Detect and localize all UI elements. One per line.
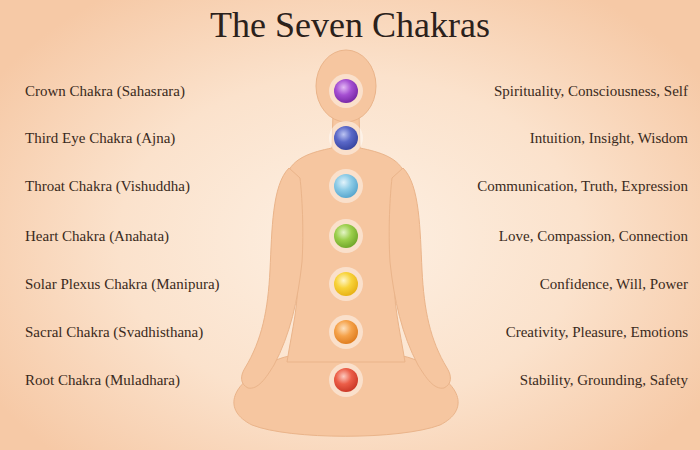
glow: [329, 267, 363, 301]
chakra-name: Root Chakra (Muladhara): [25, 371, 180, 389]
solar-plexus-dot: [334, 272, 358, 296]
chakra-name: Crown Chakra (Sahasrara): [25, 82, 185, 100]
crown-chakra-dot: [334, 79, 358, 103]
glow: [329, 169, 363, 203]
chakra-name: Solar Plexus Chakra (Manipura): [25, 275, 220, 293]
torso: [286, 112, 407, 362]
glow: [329, 219, 363, 253]
chakra-meaning: Spirituality, Consciousness, Self: [494, 82, 688, 100]
right-arm: [389, 168, 450, 388]
throat-dot: [334, 174, 358, 198]
page-title: The Seven Chakras: [0, 4, 700, 46]
chakra-meaning: Creativity, Pleasure, Emotions: [506, 323, 688, 341]
chakra-meaning: Communication, Truth, Expression: [477, 177, 688, 195]
body-silhouette: [234, 50, 458, 436]
chakra-name: Sacral Chakra (Svadhisthana): [25, 323, 203, 341]
chakra-meaning: Stability, Grounding, Safety: [520, 371, 688, 389]
chakra-points: [329, 74, 363, 397]
chakra-meaning: Intuition, Insight, Wisdom: [530, 129, 688, 147]
glow: [329, 363, 363, 397]
head: [316, 50, 376, 122]
sacral-dot: [334, 320, 358, 344]
chakra-name: Throat Chakra (Vishuddha): [25, 177, 190, 195]
chakra-name: Third Eye Chakra (Ajna): [25, 129, 175, 147]
glow: [329, 121, 363, 155]
glow: [329, 74, 363, 108]
third-eye-dot: [334, 126, 358, 150]
chakra-name: Heart Chakra (Anahata): [25, 227, 169, 245]
root-dot: [334, 368, 358, 392]
glow: [329, 315, 363, 349]
heart-dot: [334, 224, 358, 248]
chakra-meaning: Confidence, Will, Power: [540, 275, 688, 293]
left-arm: [242, 168, 303, 388]
chakra-meaning: Love, Compassion, Connection: [499, 227, 688, 245]
